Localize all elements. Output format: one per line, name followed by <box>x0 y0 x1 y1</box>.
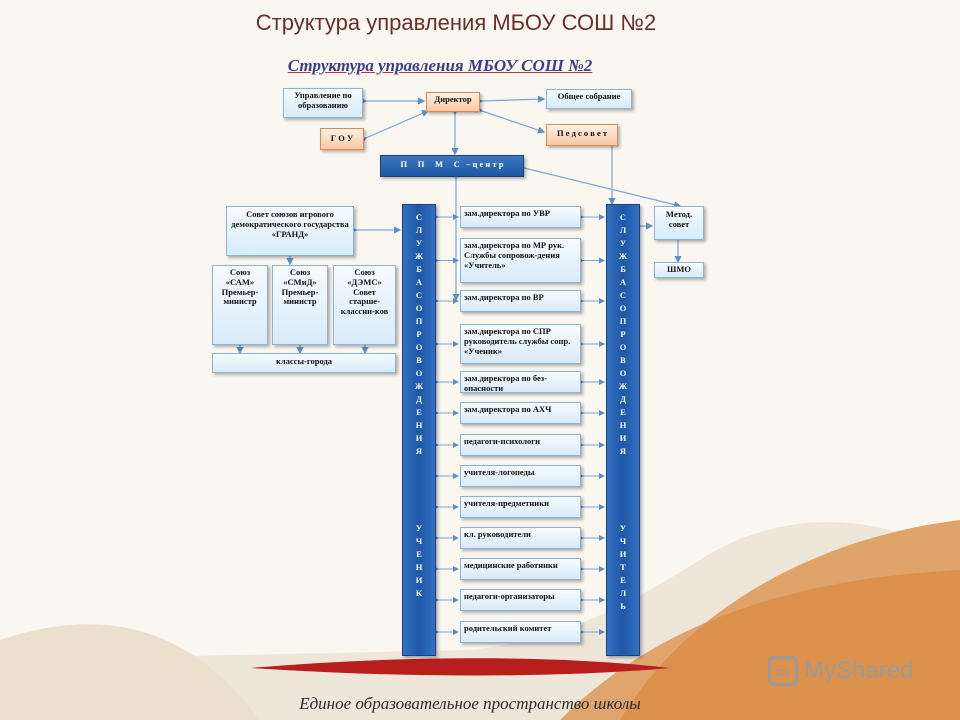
node-union-sam: Союз «САМ» Премьер-министр <box>212 265 268 345</box>
node-gou: Г О У <box>320 128 364 150</box>
node-general-meeting: Общее собрание <box>546 89 632 109</box>
center-item: учителя-логопеды <box>460 465 581 487</box>
center-item: кл. руководители <box>460 527 581 549</box>
service-column-teacher-subject: УЧИТЕЛЬ <box>619 523 627 611</box>
center-item: учителя-предметники <box>460 496 581 518</box>
node-education-department: Управление по образованию <box>283 88 363 118</box>
center-item: педагоги-психологи <box>460 434 581 456</box>
center-item: зам.директора по без-опасности <box>460 371 581 393</box>
node-ppms-center: П П М С – ц е н т р <box>380 155 524 177</box>
service-column-student-subject: УЧЕНИК <box>415 523 423 598</box>
center-item: медицинские работники <box>460 558 581 580</box>
center-item: зам.директора по ВР <box>460 290 581 312</box>
service-column-student: СЛУЖБА СОПРОВОЖДЕНИЯ УЧЕНИК <box>402 204 436 656</box>
watermark-text: MyShared <box>804 657 914 684</box>
center-item: родительский комитет <box>460 621 581 643</box>
slide-title: Структура управления МБОУ СОШ №2 <box>255 10 657 35</box>
node-method-council: Метод. совет <box>654 206 704 240</box>
center-item: педагоги-организаторы <box>460 589 581 611</box>
service-column-teacher: СЛУЖБА СОПРОВОЖДЕНИЯ УЧИТЕЛЬ <box>606 204 640 656</box>
center-item: зам.директора по МР рук. Службы сопровож… <box>460 238 581 283</box>
service-column-student-label: СЛУЖБА СОПРОВОЖДЕНИЯ <box>414 212 424 456</box>
center-item: зам.директора по АХЧ <box>460 402 581 424</box>
node-director: Директор <box>426 92 480 112</box>
node-pedsovet: П е д с о в е т <box>546 124 618 146</box>
center-item: зам.директора по СПР руководитель службы… <box>460 324 581 364</box>
watermark: ▭ MyShared <box>768 656 913 686</box>
node-shmo: ШМО <box>654 262 704 278</box>
node-student-council: Совет союзов игрового демократического г… <box>226 206 354 256</box>
node-union-smid: Союз «СМиД» Премьер-министр <box>272 265 328 345</box>
node-union-dems: Союз «ДЭМС» Совет старше-классни-ков <box>333 265 396 345</box>
diagram-title: Структура управления МБОУ СОШ №2 <box>287 56 593 75</box>
center-item: зам.директора по УВР <box>460 206 581 228</box>
service-column-teacher-label: СЛУЖБА СОПРОВОЖДЕНИЯ <box>618 212 628 456</box>
footer-caption: Единое образовательное пространство школ… <box>299 694 641 713</box>
presentation-icon: ▭ <box>768 656 798 686</box>
node-class-cities: классы-города <box>212 353 396 373</box>
